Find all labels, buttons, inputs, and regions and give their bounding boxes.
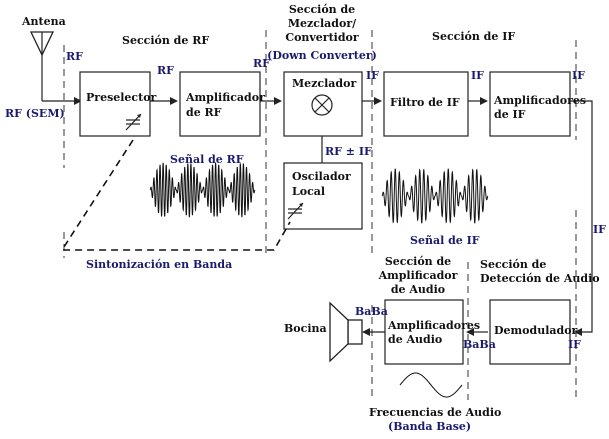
block-mixer-label: Mezclador	[292, 77, 356, 90]
block-preselector-label: Preselector	[86, 91, 157, 104]
tuning-link-line	[60, 139, 291, 251]
rf-signal-wave	[149, 162, 256, 218]
antenna-icon	[29, 31, 82, 105]
label-down-converter: (Down Converter)	[267, 49, 377, 62]
block-rf-amp-line2: de RF	[186, 106, 222, 119]
label-rf-sem: RF (SEM)	[5, 107, 65, 120]
block-osc-line2: Local	[292, 185, 325, 198]
tag-rf-antenna: RF	[66, 50, 83, 63]
block-if-filter-label: Filtro de IF	[390, 96, 460, 109]
label-mixer-section-1: Sección de	[289, 3, 355, 16]
label-antenna: Antena	[21, 15, 66, 28]
block-if-amps-line1: Amplificadores	[493, 94, 586, 107]
block-local-oscillator: Oscilador Local	[283, 162, 363, 230]
tag-if-filter: IF	[471, 69, 484, 82]
label-if-section: Sección de IF	[432, 30, 515, 43]
label-audio-freq: Frecuencias de Audio	[369, 406, 501, 419]
tag-if-loop: IF	[593, 223, 606, 236]
label-mixer-section-3: Convertidor	[285, 31, 359, 44]
block-if-amps-line2: de IF	[494, 108, 526, 121]
label-rf-section: Sección de RF	[122, 34, 209, 47]
label-if-signal: Señal de IF	[410, 234, 480, 247]
tag-if-mixer: IF	[366, 69, 379, 82]
block-demodulator: Demodulador	[489, 299, 578, 365]
label-audio-amp-section-1: Sección de	[385, 255, 451, 268]
variable-capacitor-icon	[287, 202, 304, 220]
section-dividers	[63, 30, 577, 400]
label-mixer-section-2: Mezclador/	[288, 17, 357, 30]
block-audio-amplifiers: Amplificadores de Audio	[384, 299, 480, 365]
block-if-amplifiers: Amplificadores de IF	[489, 71, 586, 137]
modulated-wave-icon	[381, 168, 489, 224]
speaker-icon	[329, 301, 363, 363]
modulated-wave-icon	[149, 162, 256, 218]
label-audio-amp-section-2: Amplificador	[378, 269, 458, 282]
label-band-tuning: Sintonización en Banda	[86, 258, 232, 271]
block-audio-amps-line2: de Audio	[388, 333, 442, 346]
tag-rf-pm-if: RF ± IF	[325, 145, 372, 158]
block-osc-line1: Oscilador	[292, 170, 351, 183]
block-rf-amplifier: Amplificador de RF	[179, 71, 265, 137]
block-audio-amps-line1: Amplificadores	[387, 319, 480, 332]
label-baseband: (Banda Base)	[388, 420, 471, 433]
tag-baba-speaker: BaBa	[355, 305, 388, 318]
label-detection-section-1: Sección de	[480, 258, 546, 271]
label-audio-amp-section-3: de Audio	[391, 283, 445, 296]
label-rf-signal: Señal de RF	[170, 153, 244, 166]
block-mixer: Mezclador	[283, 71, 363, 137]
tag-rf-preselector: RF	[157, 64, 174, 77]
tag-if-amps: IF	[572, 69, 585, 82]
mixer-icon	[311, 94, 333, 116]
tag-rf-rfamp: RF	[253, 57, 270, 70]
block-preselector: Preselector	[79, 71, 157, 137]
tag-if-demod: IF	[568, 338, 581, 351]
tag-baba-demod: BaBa	[463, 338, 496, 351]
label-speaker: Bocina	[284, 322, 327, 335]
if-signal-wave	[381, 168, 489, 224]
variable-capacitor-icon	[125, 113, 142, 131]
sine-wave-icon	[399, 372, 463, 398]
label-detection-section-2: Detección de Audio	[480, 272, 600, 285]
block-demodulator-label: Demodulador	[494, 324, 578, 337]
block-if-filter: Filtro de IF	[383, 71, 469, 137]
block-rf-amp-line1: Amplificador	[185, 91, 265, 104]
